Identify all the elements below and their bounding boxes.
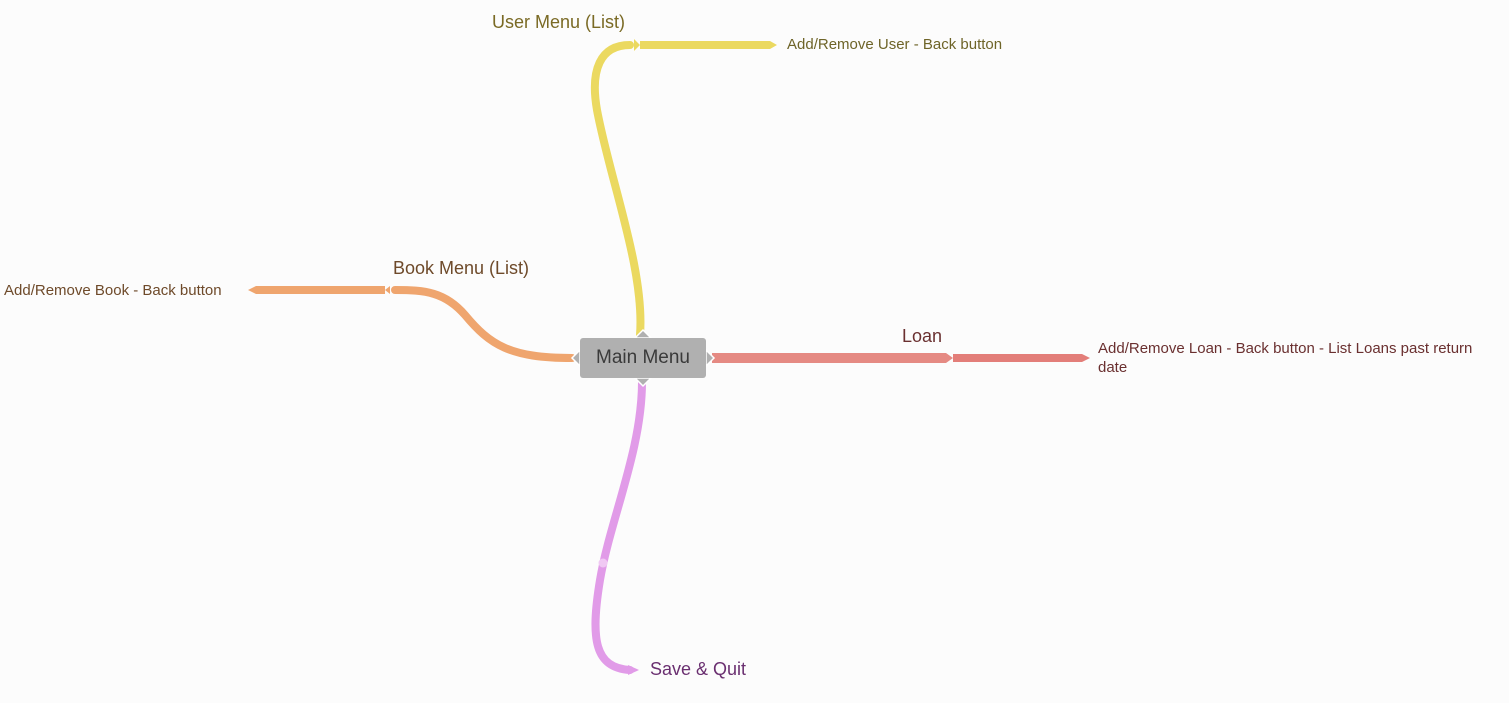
branch-loan-child-line	[953, 354, 1090, 362]
branch-save-quit-line	[591, 378, 646, 674]
branch-book-menu-child-line	[248, 286, 390, 294]
central-topic-label: Main Menu	[596, 347, 690, 368]
branch-loan-line	[712, 353, 953, 363]
branch-save-quit-arrow	[628, 665, 639, 675]
user-menu-label[interactable]: User Menu (List)	[492, 12, 626, 32]
user-menu-child-label[interactable]: Add/Remove User - Back button	[787, 36, 1003, 53]
save-quit-label[interactable]: Save & Quit	[650, 659, 747, 679]
branch-user-menu[interactable]	[590, 39, 777, 339]
branch-save-quit[interactable]	[591, 378, 646, 675]
branch-save-quit-dot	[598, 558, 608, 568]
branch-book-menu-line	[391, 286, 576, 362]
loan-child-line-1: Add/Remove Loan - Back button - List Loa…	[1098, 340, 1473, 357]
book-menu-child-label[interactable]: Add/Remove Book - Back button	[4, 282, 222, 299]
book-menu-label[interactable]: Book Menu (List)	[393, 258, 530, 278]
branch-user-menu-line	[590, 41, 645, 339]
loan-child-line-2: date	[1098, 359, 1128, 376]
loan-child-label[interactable]: Add/Remove Loan - Back button - List Loa…	[1098, 339, 1472, 377]
central-topic-main-menu[interactable]: Main Menu	[580, 338, 706, 378]
loan-label[interactable]: Loan	[902, 326, 943, 346]
branch-loan[interactable]	[712, 353, 1090, 363]
branch-book-menu[interactable]	[248, 286, 576, 362]
branch-user-menu-child-line	[634, 39, 777, 51]
